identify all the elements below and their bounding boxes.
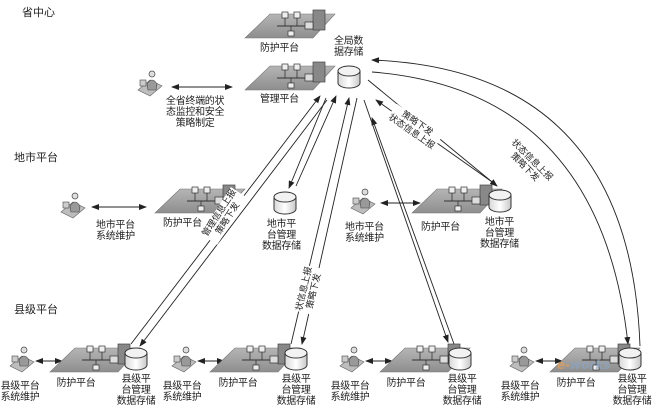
county-1-storage-label: 县级平 台管理 数据存储 [116,374,156,407]
county-4-protect-platform-label: 防护平台 [556,378,596,389]
flow-cityleft-up [295,95,337,187]
county-4-storage-icon [618,347,642,371]
county-2-storage-icon [284,347,308,371]
city-left-storage-label: 地市平 台管理 数据存储 [262,219,301,252]
county-2-operator-icon [171,346,197,373]
flow-county3-down [363,99,449,343]
flow-county3-up [371,117,455,345]
watermark: e-works [557,358,611,372]
county-3-protect-platform-label: 防护平台 [386,378,426,389]
county-3-operator-icon [339,346,365,373]
province-protect-platform-icon [244,9,336,39]
county-1-maint-label: 县级平台 系统维护 [0,381,40,403]
county-3-storage-icon [448,347,472,371]
flow-county4-down [371,71,631,345]
flow-cityleft-down [288,97,327,189]
city-right-protect-platform-label: 防护平台 [421,222,460,233]
county-4-maint-label: 县级平台 系统维护 [500,381,540,403]
city-right-storage-icon [488,189,512,213]
city-left-storage-icon [273,191,297,215]
city-right-maint-label: 地市平台 系统维护 [345,222,384,244]
flow-county1-down [139,99,328,347]
global-storage-label: 全局数 据存储 [334,36,364,58]
county-2-storage-label: 县级平 台管理 数据存储 [276,374,316,407]
county-1-operator-icon [9,346,35,373]
city-left-maint-label: 地市平台 系统维护 [96,220,135,242]
global-storage-icon [337,65,361,89]
county-1-protect-platform-label: 防护平台 [56,378,96,389]
section-title-county: 县级平台 [14,303,58,316]
city-right-operator-icon [350,188,376,215]
province-manage-platform-label: 管理平台 [260,94,299,105]
province-protect-platform-label: 防护平台 [260,43,299,54]
county-2-protect-platform-label: 防护平台 [218,378,258,389]
county-3-storage-label: 县级平 台管理 数据存储 [442,374,482,407]
province-operator-desc: 全省终端的状 态监控和安全 策略制定 [166,96,225,129]
province-manage-platform-icon [244,61,336,91]
section-title-province: 省中心 [22,6,55,19]
county-3-maint-label: 县级平台 系统维护 [330,381,370,403]
county-2-maint-label: 县级平台 系统维护 [162,381,202,403]
city-left-operator-icon [60,192,86,219]
city-right-storage-label: 地市平 台管理 数据存储 [480,217,519,250]
flow-county4-up [371,57,641,347]
county-4-operator-icon [509,346,535,373]
province-operator-icon [137,70,163,97]
section-title-city: 地市平台 [14,151,58,164]
city-left-protect-platform-label: 防护平台 [163,218,202,229]
county-1-storage-icon [124,347,148,371]
county-4-storage-label: 县级平 台管理 数据存储 [612,374,652,407]
